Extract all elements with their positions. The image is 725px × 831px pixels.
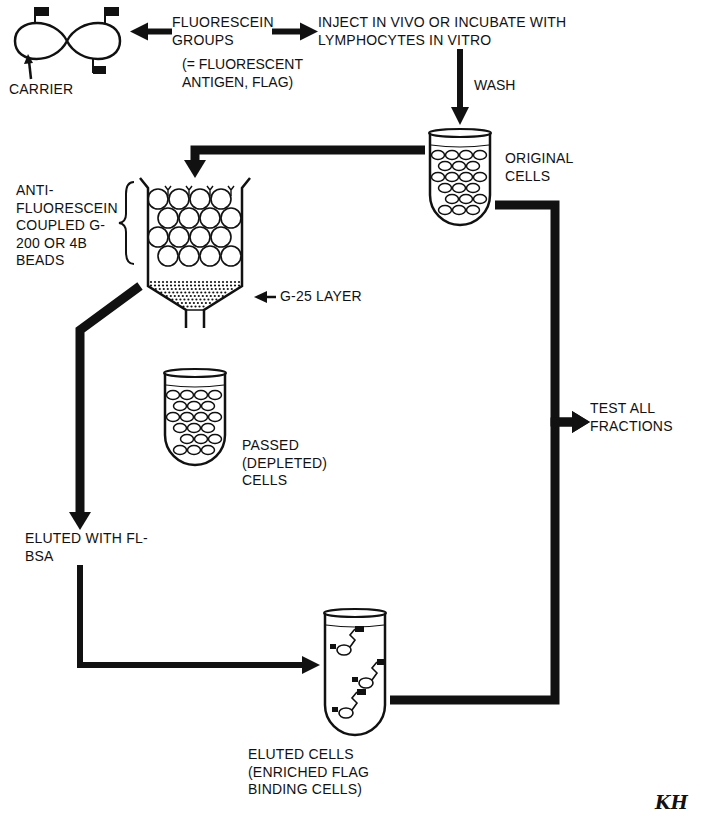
connector-arrow (495, 205, 574, 422)
node-text: ORIGINAL CELLS (505, 150, 600, 185)
signature: KH (655, 792, 705, 815)
arrow-head (451, 107, 469, 125)
test-tube: PASSED (DEPLETED) CELLS (160, 365, 230, 470)
note-text: (= FLUORESCENT ANTIGEN, FLAG) (182, 56, 312, 91)
arrow-head (300, 23, 318, 41)
text-node: INJECT IN VIVO OR INCUBATE WITH LYMPHOCY… (318, 14, 580, 49)
arrow-head (302, 656, 320, 674)
node-text: PASSED (DEPLETED) CELLS (242, 437, 352, 490)
node-drawing (140, 178, 250, 328)
connector-arrow (146, 29, 172, 35)
bracket (119, 182, 134, 264)
arrow-head (130, 23, 148, 41)
text-node: FLUORESCEIN GROUPS (172, 14, 272, 49)
arrow-head (572, 411, 590, 433)
node-text: G-25 LAYER (280, 288, 390, 306)
arrow-head (69, 512, 91, 530)
node-text: FLUORESCEIN GROUPS (172, 14, 272, 49)
text-node: ELUTED WITH FL-BSA (25, 530, 170, 565)
node-text: ELUTED CELLS (ENRICHED FLAG BINDING CELL… (248, 746, 383, 799)
connector-arrow (272, 29, 302, 35)
connector-arrow (457, 49, 463, 109)
node-text: ELUTED WITH FL-BSA (25, 530, 170, 565)
antigen-molecule: CARRIER (5, 5, 130, 75)
arrow-head (184, 160, 206, 178)
test-tube: ORIGINAL CELLS (425, 125, 495, 230)
test-tube: ELUTED CELLS (ENRICHED FLAG BINDING CELL… (320, 605, 390, 740)
edge-label: WASH (472, 77, 517, 95)
leader-line (266, 296, 276, 299)
node-text: ANTI- FLUORESCEIN COUPLED G-200 OR 4B BE… (16, 182, 128, 270)
connector-arrow (390, 422, 574, 700)
node-drawing (320, 605, 390, 740)
connector-arrow (80, 286, 140, 514)
connector-arrow (195, 150, 425, 162)
node-drawing (425, 125, 495, 230)
arrow-head (572, 411, 590, 433)
text-node: TEST ALL FRACTIONS (590, 400, 705, 435)
column: ANTI- FLUORESCEIN COUPLED G-200 OR 4B BE… (140, 178, 250, 328)
leader-arrow-head (254, 291, 267, 303)
node-drawing (5, 5, 130, 75)
node-drawing (160, 365, 230, 470)
node-text: CARRIER (9, 81, 99, 99)
node-text: TEST ALL FRACTIONS (590, 400, 705, 435)
node-text: INJECT IN VIVO OR INCUBATE WITH LYMPHOCY… (318, 14, 580, 49)
connector-arrow (80, 565, 304, 665)
